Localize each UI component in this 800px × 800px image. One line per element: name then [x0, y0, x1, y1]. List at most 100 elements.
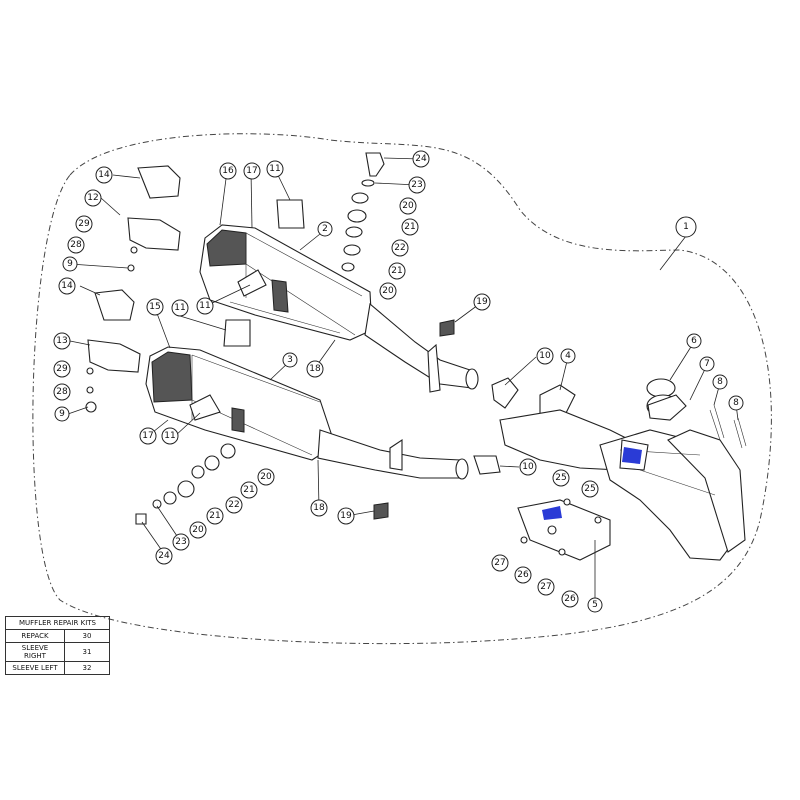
- callout-number: 14: [98, 170, 110, 180]
- gasket-springs: [646, 378, 747, 449]
- callout-circle: [401, 218, 419, 236]
- callout-circle: [561, 590, 579, 608]
- callout-circle: [54, 406, 70, 422]
- callout-number: 20: [192, 525, 204, 535]
- callout-circle: [712, 374, 728, 390]
- callout-circle: [75, 215, 93, 233]
- callout-circle: [388, 262, 406, 280]
- callout-circle: [196, 297, 214, 315]
- kit-name: SLEEVE RIGHT: [5, 642, 65, 662]
- callout-circle: [699, 356, 715, 372]
- callout-circle: [219, 162, 237, 180]
- callout-circle: [686, 333, 702, 349]
- callout-24: 24: [412, 150, 430, 168]
- callout-number: 11: [199, 301, 210, 311]
- callout-number: 24: [415, 154, 427, 164]
- callout-circle: [257, 468, 275, 486]
- callout-11: 11: [161, 427, 179, 445]
- callout-number: 14: [61, 281, 73, 291]
- callout-circle: [379, 282, 397, 300]
- callout-number: 19: [340, 511, 352, 521]
- callout-number: 26: [517, 570, 529, 580]
- callout-number: 27: [540, 582, 551, 592]
- callout-19: 19: [337, 507, 355, 525]
- callout-number: 11: [174, 303, 185, 313]
- callout-circle: [560, 348, 576, 364]
- heat-pads: [223, 199, 305, 347]
- callout-10: 10: [536, 347, 554, 365]
- callout-circle: [306, 360, 324, 378]
- callout-circle: [67, 236, 85, 254]
- callout-26: 26: [561, 590, 579, 608]
- callout-28: 28: [67, 236, 85, 254]
- callout-number: 28: [70, 240, 82, 250]
- callout-20: 20: [399, 197, 417, 215]
- callout-circle: [146, 298, 164, 316]
- callout-22: 22: [225, 496, 243, 514]
- kit-number: 30: [64, 629, 110, 643]
- callout-circle: [536, 347, 554, 365]
- clamps: [473, 377, 519, 475]
- callout-number: 18: [313, 503, 325, 513]
- callout-22: 22: [391, 239, 409, 257]
- callout-2: 2: [317, 221, 333, 237]
- callout-number: 6: [691, 336, 697, 346]
- callout-21: 21: [388, 262, 406, 280]
- callout-number: 24: [158, 551, 170, 561]
- callout-circle: [243, 162, 261, 180]
- hardware-stack-lower: [135, 443, 236, 525]
- callout-number: 23: [411, 180, 422, 190]
- table-row: REPACK 30: [5, 629, 110, 643]
- callout-17: 17: [139, 427, 157, 445]
- callout-14: 14: [58, 277, 76, 295]
- callout-20: 20: [257, 468, 275, 486]
- callout-number: 9: [59, 409, 65, 419]
- callout-29: 29: [75, 215, 93, 233]
- lower-muffler: [145, 346, 469, 480]
- callout-circle: [172, 533, 190, 551]
- callout-15: 15: [146, 298, 164, 316]
- callout-circle: [266, 160, 284, 178]
- callout-20: 20: [189, 521, 207, 539]
- callout-circle: [391, 239, 409, 257]
- callout-number: 25: [584, 484, 595, 494]
- callout-circle: [206, 507, 224, 525]
- callout-25: 25: [552, 469, 570, 487]
- kit-number: 32: [64, 661, 110, 675]
- callout-circle: [581, 480, 599, 498]
- assembly-boundary: [32, 133, 772, 645]
- callout-24: 24: [155, 547, 173, 565]
- callout-7: 7: [699, 356, 715, 372]
- callout-number: 10: [539, 351, 551, 361]
- callout-number: 29: [56, 364, 68, 374]
- callout-circle: [675, 216, 697, 238]
- table-row: SLEEVE RIGHT 31: [5, 642, 110, 662]
- kit-name: SLEEVE LEFT: [5, 661, 65, 675]
- callout-23: 23: [408, 176, 426, 194]
- table-row: SLEEVE LEFT 32: [5, 661, 110, 675]
- callout-27: 27: [491, 554, 509, 572]
- callout-number: 18: [309, 364, 321, 374]
- callout-number: 11: [269, 164, 280, 174]
- callout-27: 27: [537, 578, 555, 596]
- callout-circle: [514, 566, 532, 584]
- kit-number: 31: [64, 642, 110, 662]
- callout-circle: [552, 469, 570, 487]
- muffler-repair-kits-table: MUFFLER REPAIR KITS REPACK 30 SLEEVE RIG…: [5, 616, 110, 675]
- callout-number: 22: [228, 500, 239, 510]
- callout-number: 16: [222, 166, 234, 176]
- callout-number: 26: [564, 594, 576, 604]
- callout-4: 4: [560, 348, 576, 364]
- heat-shield: [517, 498, 611, 561]
- callout-number: 1: [683, 222, 689, 232]
- callout-14: 14: [95, 166, 113, 184]
- callout-circle: [58, 277, 76, 295]
- header-assembly: [499, 384, 746, 561]
- callout-number: 17: [142, 431, 153, 441]
- callout-21: 21: [401, 218, 419, 236]
- callout-number: 7: [704, 359, 710, 369]
- callout-9: 9: [54, 406, 70, 422]
- callout-circle: [337, 507, 355, 525]
- callout-number: 15: [149, 302, 160, 312]
